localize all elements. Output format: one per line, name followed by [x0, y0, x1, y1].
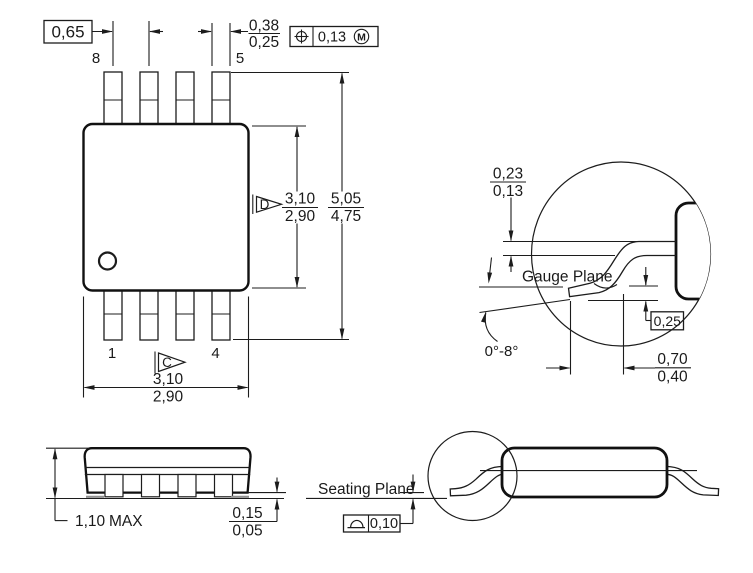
dim-lead-angle-value: 0°-8°: [485, 343, 519, 360]
gauge-plane: Gauge Plane: [479, 269, 618, 289]
dim-overall-span: 5,05 4,75: [231, 71, 364, 341]
profile-body-outline: [500, 446, 669, 499]
side-body-outline: [83, 447, 252, 494]
dim-lead-pitch: 0,65: [43, 19, 163, 66]
datum-flag-d: D: [252, 194, 284, 214]
seating-plane-view: Seating Plane 0,10: [306, 430, 720, 533]
pin-label-4: 4: [211, 345, 219, 362]
profile-detail-circle: [427, 430, 518, 522]
top-leads: [103, 71, 231, 127]
bottom-leads: [103, 288, 231, 341]
dim-overall-span-max: 5,05: [331, 191, 361, 208]
side-leads: [104, 473, 234, 498]
top-view: 8 5 1 4 0,65 0,38 0,25: [43, 18, 379, 406]
dim-lead-pitch-value: 0,65: [51, 23, 84, 42]
seating-plane-label: Seating Plane: [318, 481, 415, 498]
dim-package-height-value: 1,10: [75, 513, 106, 530]
pin-label-5: 5: [236, 50, 244, 67]
dim-overall-span-min: 4,75: [331, 208, 361, 225]
dim-body-width-max: 3,10: [153, 371, 184, 388]
dim-standoff-min: 0,05: [232, 523, 262, 540]
dim-seating-plane: [400, 474, 416, 525]
dim-body-span: 3,10 2,90 D: [252, 125, 318, 289]
position-tolerance-value: 0,13: [318, 30, 346, 46]
dim-body-width: 3,10 2,90 C: [82, 296, 250, 406]
dim-lead-thickness-min: 0,13: [493, 183, 523, 200]
dim-package-height: 1,10 MAX: [46, 447, 143, 530]
dim-foot-length: 0,70 0,40: [546, 294, 691, 386]
dim-lead-thickness: 0,23 0,13: [490, 166, 638, 272]
dim-lead-angle: 0°-8°: [479, 257, 571, 360]
mmc-modifier-icon: M: [353, 28, 370, 45]
package-body-outline: [82, 122, 250, 292]
profile-right-lead: [665, 465, 720, 497]
dim-package-height-qualifier: MAX: [109, 513, 143, 530]
dim-standoff: 0,15 0,05: [229, 477, 286, 540]
seating-flatness-frame: 0,10: [342, 514, 401, 533]
seating-flatness-value: 0,10: [370, 516, 398, 532]
dim-lead-width: 0,38 0,25: [198, 18, 280, 66]
dim-foot-length-min: 0,40: [657, 369, 688, 386]
dim-standoff-max: 0,15: [232, 505, 262, 522]
dim-lead-width-max: 0,38: [249, 18, 279, 35]
pin1-index-mark: [97, 251, 118, 271]
package-edge-section: [674, 201, 711, 301]
seating-plane-icon: [347, 519, 365, 529]
side-view: 1,10 MAX 0,15 0,05: [46, 447, 286, 540]
profile-left-lead: [449, 465, 504, 497]
dim-foot-length-max: 0,70: [657, 351, 688, 368]
mmc-modifier-letter: M: [357, 32, 366, 44]
dim-gauge-offset-value: 0,25: [654, 313, 681, 329]
dim-lead-thickness-max: 0,23: [493, 166, 523, 183]
position-tolerance-frame: 0,13 M: [289, 25, 379, 48]
lead-profile: [567, 240, 676, 298]
dim-body-span-max: 3,10: [285, 191, 316, 208]
dim-body-span-min: 2,90: [285, 208, 316, 225]
dim-body-width-min: 2,90: [153, 389, 184, 406]
pin-label-1: 1: [108, 345, 116, 362]
datum-flag-c: C: [154, 351, 187, 374]
gauge-plane-label: Gauge Plane: [522, 269, 613, 286]
lead-detail-view: 0,23 0,13 Gauge Plane 0°-8° 0,: [479, 161, 712, 386]
pin-label-8: 8: [92, 50, 100, 67]
datum-letter-c: C: [162, 355, 172, 370]
true-position-icon: [294, 29, 309, 44]
datum-letter-d: D: [260, 197, 270, 212]
dim-lead-width-min: 0,25: [249, 34, 279, 51]
